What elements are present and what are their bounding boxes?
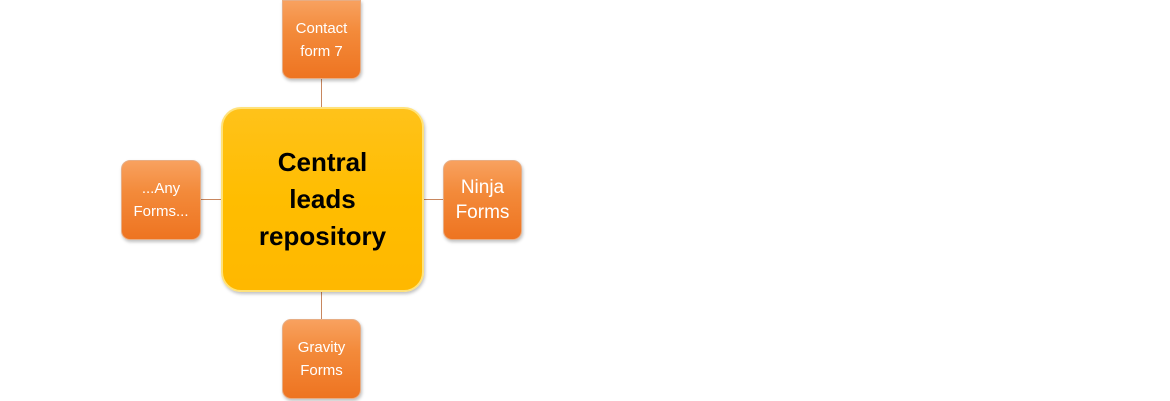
node-contact-form-7-label: Contact form 7 [295, 19, 348, 60]
node-contact-form-7: Contact form 7 [282, 0, 361, 79]
node-any-forms: ...Any Forms... [121, 160, 201, 240]
central-leads-repository: Central leads repository [221, 107, 424, 292]
connector-top [321, 79, 322, 107]
central-leads-repository-label: Central leads repository [258, 147, 387, 251]
node-ninja-forms-label: Ninja Forms [455, 177, 510, 223]
node-any-forms-label: ...Any Forms... [133, 180, 189, 220]
node-ninja-forms: Ninja Forms [443, 160, 522, 240]
connector-left [201, 199, 221, 200]
connector-bottom [321, 292, 322, 319]
node-gravity-forms-label: Gravity Forms [297, 339, 346, 379]
node-gravity-forms: Gravity Forms [282, 319, 361, 399]
connector-right [424, 199, 443, 200]
